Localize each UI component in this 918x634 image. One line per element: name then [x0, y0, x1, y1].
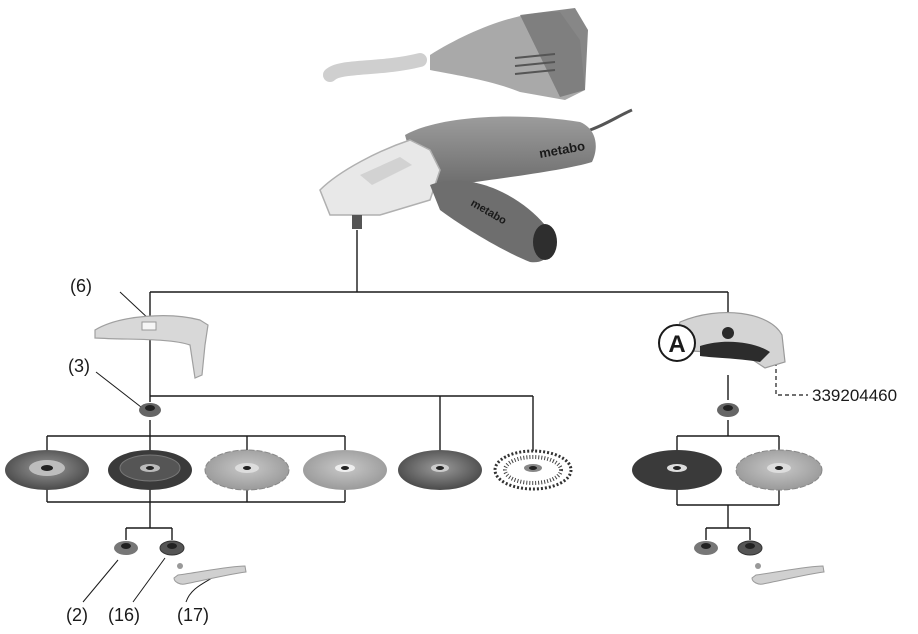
label-guard: (6) — [70, 276, 92, 296]
cutting-disc-dark — [632, 450, 722, 490]
quick-nut-right — [737, 540, 763, 556]
flap-disc — [108, 450, 192, 490]
cutting-guard: A — [658, 311, 786, 369]
cutting-disc-light — [303, 450, 387, 490]
part-number: 339204460 — [812, 386, 897, 405]
label-support-flange: (3) — [68, 356, 90, 376]
standard-guard — [94, 315, 209, 379]
accessory-badge-letter: A — [668, 331, 685, 358]
accessory-badge — [658, 324, 696, 362]
spanner-left — [173, 563, 247, 585]
motor-housing — [405, 116, 596, 190]
clamping-nut-left — [114, 541, 138, 555]
label-spanner: (17) — [177, 605, 209, 625]
spanner-right — [751, 563, 825, 585]
connector-lines — [46, 230, 780, 603]
support-flange-left — [139, 403, 161, 417]
angle-grinder: metabo metabo — [319, 8, 633, 263]
label-clamping-nut: (2) — [66, 605, 88, 625]
quick-nut-left — [159, 540, 185, 556]
wire-brush — [493, 449, 573, 491]
part-number-leader — [775, 362, 808, 396]
side-handle — [430, 180, 553, 263]
diamond-cutting-disc-right — [735, 449, 823, 491]
grinding-disc — [5, 450, 89, 490]
label-quick-nut: (16) — [108, 605, 140, 625]
diamond-cutting-disc — [204, 449, 290, 491]
clamping-nut-right — [694, 541, 718, 555]
fibre-sanding-disc — [398, 450, 482, 490]
support-flange-right — [717, 403, 739, 417]
